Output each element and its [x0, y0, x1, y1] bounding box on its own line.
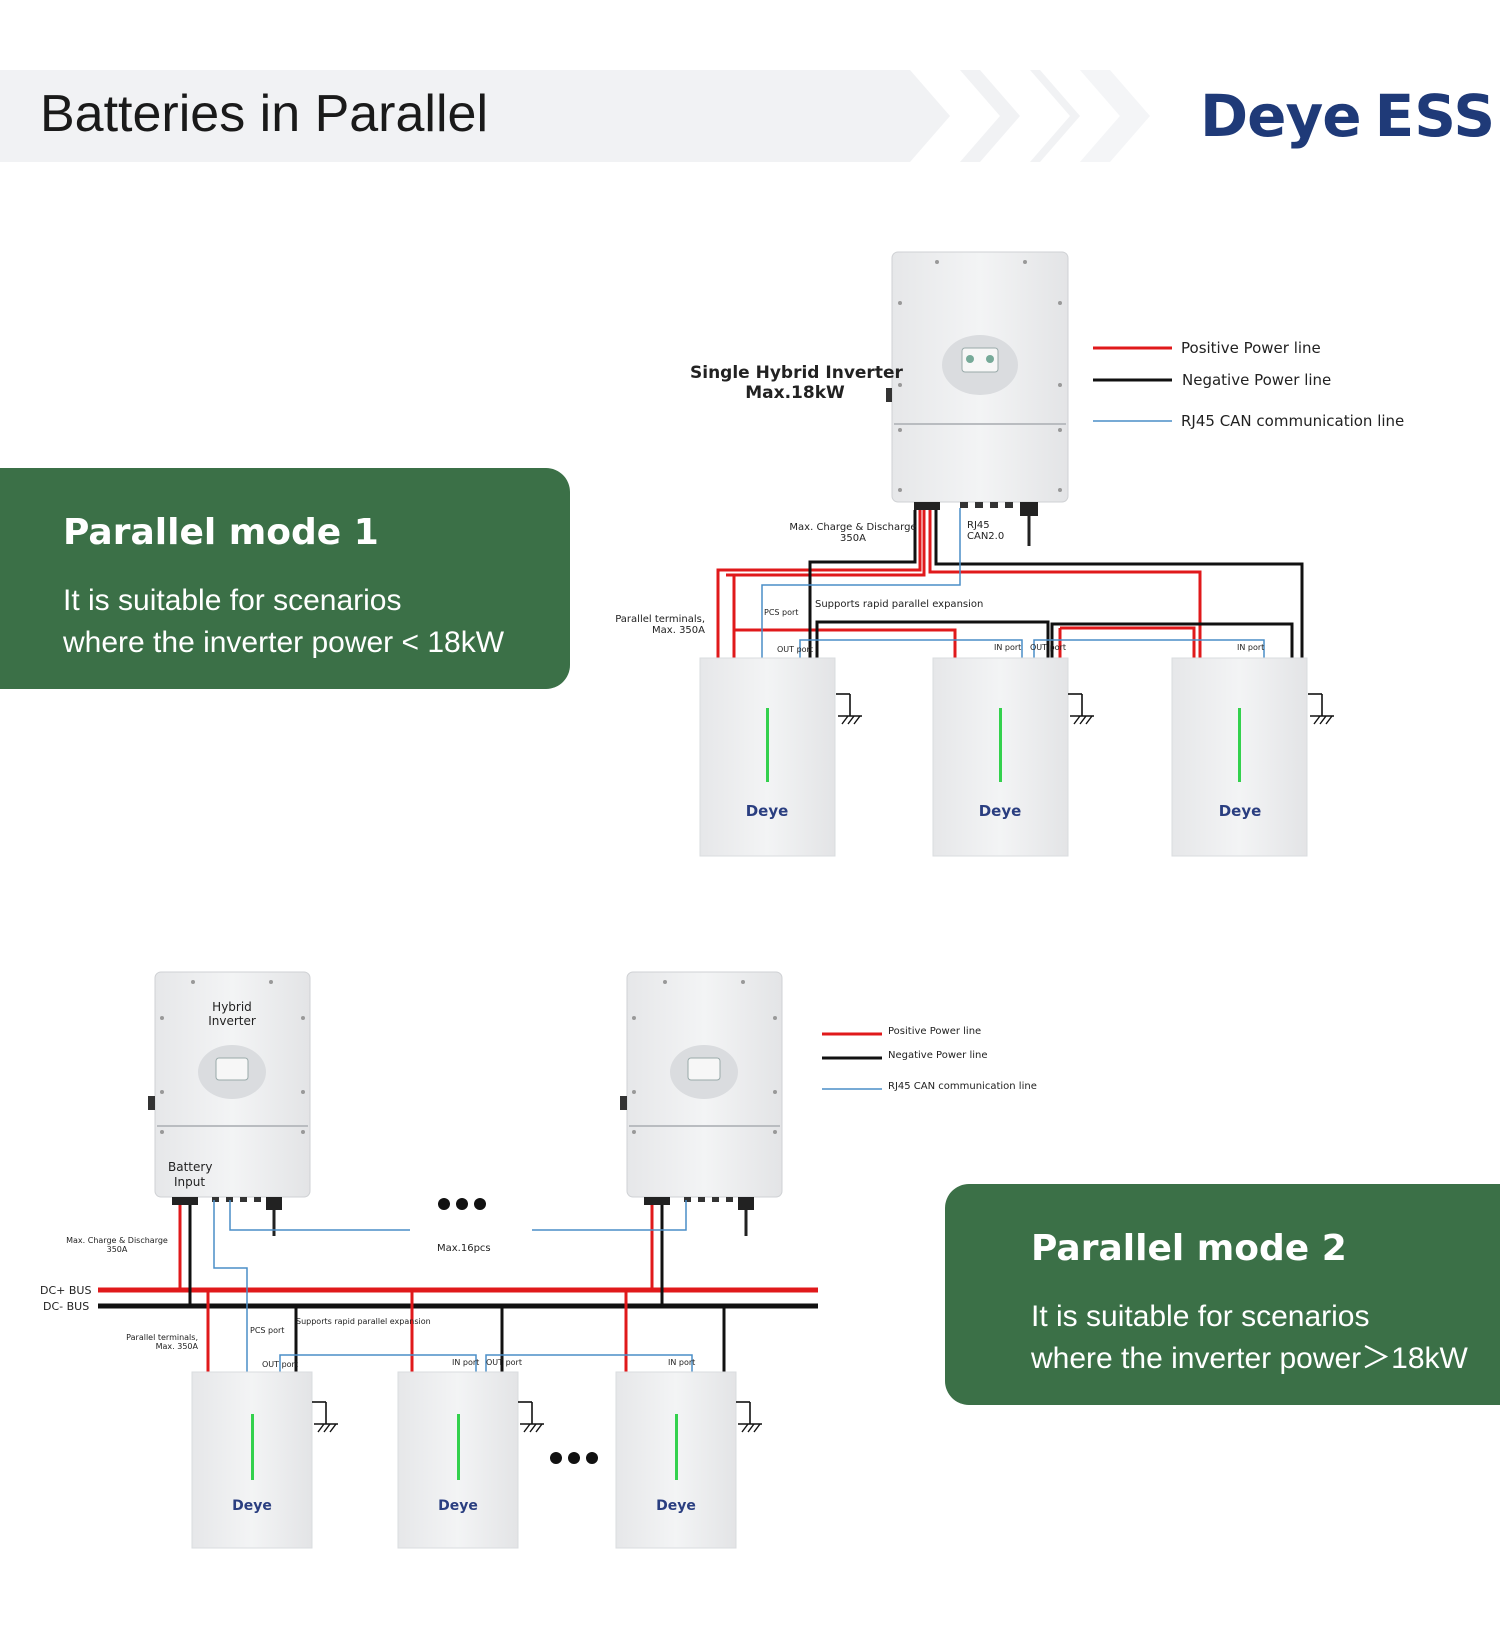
inverter-1 — [886, 251, 1069, 546]
inverter-2-label-line-2: Inverter — [208, 1014, 256, 1028]
battery-2a-brand: Deye — [232, 1498, 272, 1514]
diagram-2-parallel-terminals-label: Parallel terminals, Max. 350A — [100, 1333, 198, 1351]
inverter-1-label-line-1: Single Hybrid Inverter — [690, 363, 903, 383]
ground-icon — [517, 1401, 545, 1433]
ground-icon — [1067, 693, 1095, 725]
battery-1b-brand: Deye — [979, 802, 1022, 820]
diagram-2-parallel-terminals-line-2: Max. 350A — [155, 1342, 198, 1351]
mode-2-description-line-2: where the inverter power＞18kW — [1031, 1342, 1468, 1375]
diagram-2-out-port-label: OUT port — [262, 1360, 298, 1369]
diagram-2-charge-label: Max. Charge & Discharge 350A — [57, 1236, 177, 1254]
battery-2b: Deye — [397, 1371, 519, 1549]
mode-2-description: It is suitable for scenarios where the i… — [1031, 1296, 1468, 1380]
diagram-1-charge-label-line-1: Max. Charge & Discharge — [789, 522, 917, 533]
dc-plus-bus-label: DC+ BUS — [40, 1284, 92, 1297]
diagram-2-charge-label-line-2: 350A — [106, 1245, 128, 1254]
ground-icon — [735, 1401, 763, 1433]
battery-1a-brand: Deye — [746, 802, 789, 820]
diagram-1-out-port-label: OUT port — [777, 645, 813, 654]
mode-1-description: It is suitable for scenarios where the i… — [63, 580, 504, 664]
legend-2-can-label: RJ45 CAN communication line — [888, 1081, 1037, 1092]
diagram-1-in-port-label: IN port — [994, 643, 1022, 652]
mode-2-title: Parallel mode 2 — [1031, 1228, 1347, 1269]
battery-1c-brand: Deye — [1219, 802, 1262, 820]
diagram-2-expansion-label: Supports rapid parallel expansion — [296, 1317, 431, 1326]
legend-1-negative-label: Negative Power line — [1182, 371, 1332, 389]
diagram-1-charge-label: Max. Charge & Discharge 350A — [788, 522, 918, 544]
battery-1a: Deye — [699, 657, 836, 857]
inverter-2-label-line-1: Hybrid — [212, 1000, 252, 1014]
diagram-1-in-port-label-2: IN port — [1237, 643, 1265, 652]
page-title: Batteries in Parallel — [40, 85, 488, 143]
logo-brand: Deye — [1200, 82, 1362, 150]
battery-input-label: Battery Input — [168, 1160, 212, 1190]
battery-1b: Deye — [932, 657, 1069, 857]
battery-2b-brand: Deye — [438, 1498, 478, 1514]
mode-1-description-line-1: It is suitable for scenarios — [63, 584, 402, 617]
header-banner — [0, 70, 1150, 162]
battery-1c: Deye — [1171, 657, 1308, 857]
diagram-1-charge-label-line-2: 350A — [840, 533, 866, 544]
diagram-2-charge-label-line-1: Max. Charge & Discharge — [66, 1236, 168, 1245]
diagram-1-rj45-line-1: RJ45 — [967, 520, 990, 531]
legend-1-can-label: RJ45 CAN communication line — [1181, 412, 1405, 430]
legend-2-negative-label: Negative Power line — [888, 1050, 988, 1061]
diagram-1-out-port-label-2: OUT port — [1030, 643, 1066, 652]
inverter-2a — [148, 971, 311, 1236]
diagram-1-expansion-label: Supports rapid parallel expansion — [815, 599, 984, 610]
inverter-1-label-line-2: Max.18kW — [745, 383, 845, 403]
battery-2c-brand: Deye — [656, 1498, 696, 1514]
battery-input-line-1: Battery — [168, 1160, 213, 1174]
more-inverters-dots-icon — [438, 1198, 486, 1210]
legend-2-positive-label: Positive Power line — [888, 1026, 982, 1037]
inverter-2b — [620, 971, 783, 1236]
parallel-mode-2-card: Parallel mode 2 It is suitable for scena… — [945, 1184, 1500, 1405]
more-batteries-dots-icon — [550, 1452, 598, 1464]
dc-minus-bus-label: DC- BUS — [43, 1300, 90, 1313]
diagram-2-in-port-label-2: IN port — [668, 1358, 696, 1367]
mode-1-description-line-2: where the inverter power < 18kW — [63, 626, 505, 659]
mode-1-title: Parallel mode 1 — [63, 512, 379, 553]
parallel-mode-1-card: Parallel mode 1 It is suitable for scena… — [0, 468, 570, 689]
battery-2a: Deye — [191, 1371, 313, 1549]
logo-suffix: ESS — [1374, 82, 1496, 150]
legend-1-positive-label: Positive Power line — [1181, 339, 1321, 357]
ground-icon — [311, 1401, 339, 1433]
diagram-1-rj45-label: RJ45 CAN2.0 — [967, 520, 1004, 542]
mode-2-description-line-1: It is suitable for scenarios — [1031, 1300, 1370, 1333]
ground-icon — [1307, 693, 1335, 725]
diagram-2-out-port-label-2: OUT port — [486, 1358, 522, 1367]
inverter-1-label: Single Hybrid Inverter Max.18kW — [690, 363, 903, 403]
diagram-1-pcs-port-label: PCS port — [764, 608, 799, 617]
battery-2c: Deye — [615, 1371, 737, 1549]
diagram-1-parallel-terminals-label: Parallel terminals, Max. 350A — [600, 614, 705, 636]
inverter-2-label: Hybrid Inverter — [200, 1000, 264, 1028]
diagram-1-parallel-terminals-line-2: Max. 350A — [652, 625, 705, 636]
diagram-2-wiring — [98, 1200, 818, 1372]
diagram-2-pcs-port-label: PCS port — [250, 1326, 285, 1335]
max-pcs-label: Max.16pcs — [437, 1243, 491, 1254]
diagram-1-parallel-terminals-line-1: Parallel terminals, — [615, 614, 705, 625]
diagram-1-rj45-line-2: CAN2.0 — [967, 531, 1005, 542]
battery-input-line-2: Input — [174, 1175, 206, 1189]
diagram-1-wiring — [716, 508, 1304, 658]
ground-icon — [835, 693, 863, 725]
diagram-2-in-port-label: IN port — [452, 1358, 480, 1367]
diagram-2-parallel-terminals-line-1: Parallel terminals, — [126, 1333, 198, 1342]
